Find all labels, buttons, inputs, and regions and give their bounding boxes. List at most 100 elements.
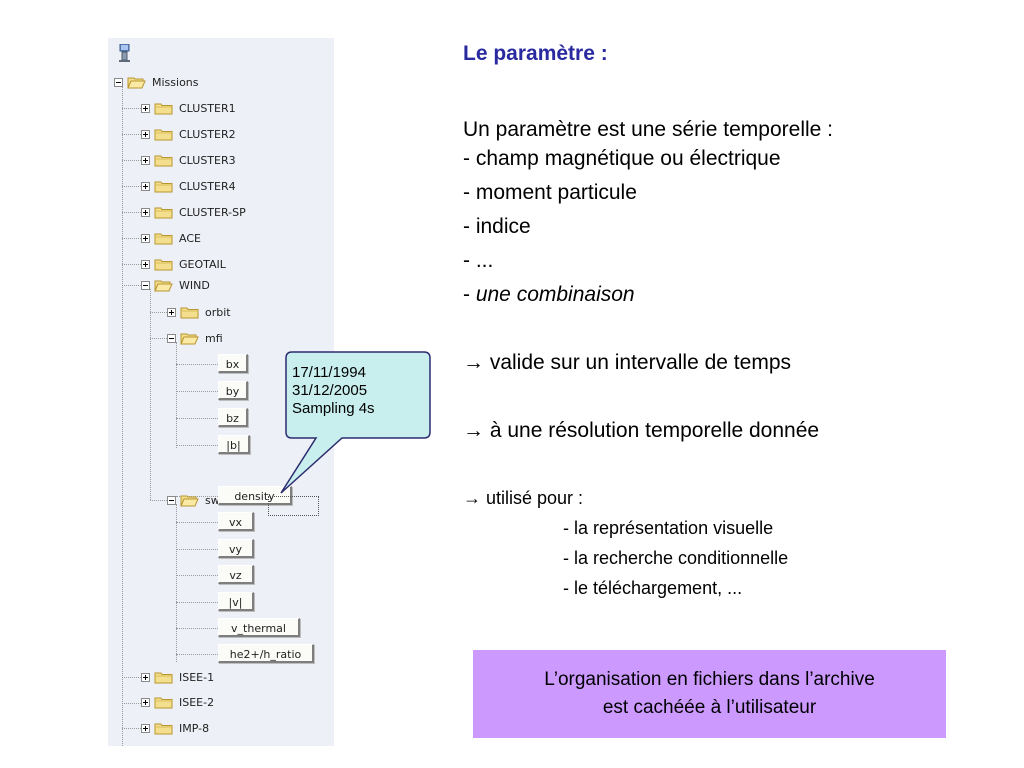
folder-icon [154,233,173,244]
parameter-node[interactable]: v_thermal [218,618,300,637]
tree-connector [122,108,141,109]
parameter-node[interactable]: vx [218,512,254,532]
tree-connector [122,212,141,213]
collapse-toggle-icon[interactable] [114,77,123,87]
parameter-node[interactable]: bx [218,354,248,373]
expand-toggle-icon[interactable] [141,259,150,269]
tree-connector [150,500,167,501]
selection-focus-outline [268,496,319,516]
intro-text: Un paramètre est une série temporelle : [463,118,834,141]
collapse-toggle-icon[interactable] [167,495,176,505]
parameter-node[interactable]: vy [218,538,254,558]
tree-connector [122,285,141,286]
expand-toggle-icon[interactable] [167,307,176,317]
tree-node-label: IMP-8 [179,721,210,735]
expand-toggle-icon[interactable] [141,698,150,707]
tree-node-mission[interactable]: CLUSTER4 [141,176,236,196]
tree-node-mission[interactable]: ISEE-1 [141,667,214,687]
tree-node-label: ISEE-2 [179,696,215,709]
expand-toggle-icon[interactable] [141,129,150,139]
folder-icon [154,259,173,270]
parameter-node[interactable]: by [218,381,248,400]
list-item-dash: - [463,283,476,306]
tree-node-mission[interactable]: ACE [141,228,201,248]
tree-node-label: CLUSTER1 [179,101,236,115]
tree-node-mission[interactable]: IMP-8 [141,718,209,738]
tree-connector [176,548,218,550]
expand-toggle-icon[interactable] [141,672,150,682]
tree-node-label: CLUSTER4 [179,179,236,193]
footer-note-box: L’organisation en fichiers dans l’archiv… [473,650,946,738]
tree-connector [122,238,141,239]
tree-node-mission[interactable]: ISEE-2 [141,693,214,713]
collapse-toggle-icon[interactable] [167,333,176,343]
parameter-node[interactable]: |v| [218,591,254,611]
tree-connector [176,445,218,446]
list-item: - champ magnétique ou électrique [463,147,781,170]
tree-connector [176,418,218,419]
parameter-node[interactable]: |b| [218,435,250,454]
arrow-icon: → [463,488,481,508]
folder-icon [154,207,173,218]
use-item: - la représentation visuelle [563,518,774,538]
folder-icon [154,155,173,166]
tree-node-mission[interactable]: CLUSTER1 [141,98,236,118]
tree-node-mission[interactable]: CLUSTER3 [141,150,236,170]
folder-icon [154,129,173,140]
arrow-icon: → [463,351,484,374]
tree-node-label: CLUSTER3 [179,153,236,167]
tree-connector [150,312,167,313]
folder-open-icon [180,495,199,506]
parameter-node[interactable]: bz [218,408,248,427]
tree-node-mission[interactable]: CLUSTER-SP [141,202,246,222]
folder-open-icon [127,77,146,88]
expand-toggle-icon[interactable] [141,103,150,113]
computer-icon [119,44,130,62]
tree-node-mission[interactable]: CLUSTER2 [141,124,236,144]
expand-toggle-icon[interactable] [141,723,150,733]
tree-connector [176,575,218,577]
tree-connector [150,289,151,500]
expand-toggle-icon[interactable] [141,155,150,165]
folder-icon [154,697,173,709]
use-item: - le téléchargement, ... [563,578,743,598]
tree-node-label: mfi [205,331,223,345]
tree-connector [176,601,218,603]
tree-node-orbit[interactable]: orbit [167,302,231,322]
resolution-text: → à une résolution temporelle donnée [463,414,819,448]
tree-node-mfi[interactable]: mfi [167,328,223,348]
folder-icon [180,307,199,318]
list-item: - ... [463,249,494,272]
tree-node-label: ACE [179,231,201,245]
tree-connector [122,728,141,729]
collapse-toggle-icon[interactable] [141,280,150,290]
parameter-node[interactable]: vz [218,565,254,585]
callout-sampling: Sampling 4s [292,400,375,417]
tree-node-label: orbit [205,305,231,319]
callout-date-start: 17/11/1994 [292,364,366,381]
tree-node-wind[interactable]: WIND [141,275,210,295]
used-for-text: → utilisé pour : [463,484,583,512]
tree-connector [150,338,167,339]
tree-node-label: Missions [152,75,199,89]
tree-connector [176,522,218,524]
expand-toggle-icon[interactable] [141,207,150,217]
tree-node-mission[interactable]: GEOTAIL [141,254,226,274]
tree-connector [176,364,218,365]
list-item: - indice [463,215,531,238]
list-item-combination: - une combinaison [463,278,635,312]
tree-connector [122,677,141,678]
folder-open-icon [180,333,199,344]
folder-icon [154,181,173,192]
expand-toggle-icon[interactable] [141,233,150,243]
expand-toggle-icon[interactable] [141,181,150,191]
parameter-node[interactable]: density [218,486,292,505]
folder-icon [154,672,173,683]
list-item-emphasis: une combinaison [475,283,635,306]
tree-node-label: ISEE-1 [179,670,215,684]
page-title: Le paramètre : [463,42,608,65]
valid-interval-text: → valide sur un intervalle de temps [463,346,791,380]
parameter-node[interactable]: he2+/h_ratio [218,644,314,664]
tree-node-missions[interactable]: Missions [114,72,199,92]
footer-line-2: est cachéée à l’utilisateur [602,697,817,718]
